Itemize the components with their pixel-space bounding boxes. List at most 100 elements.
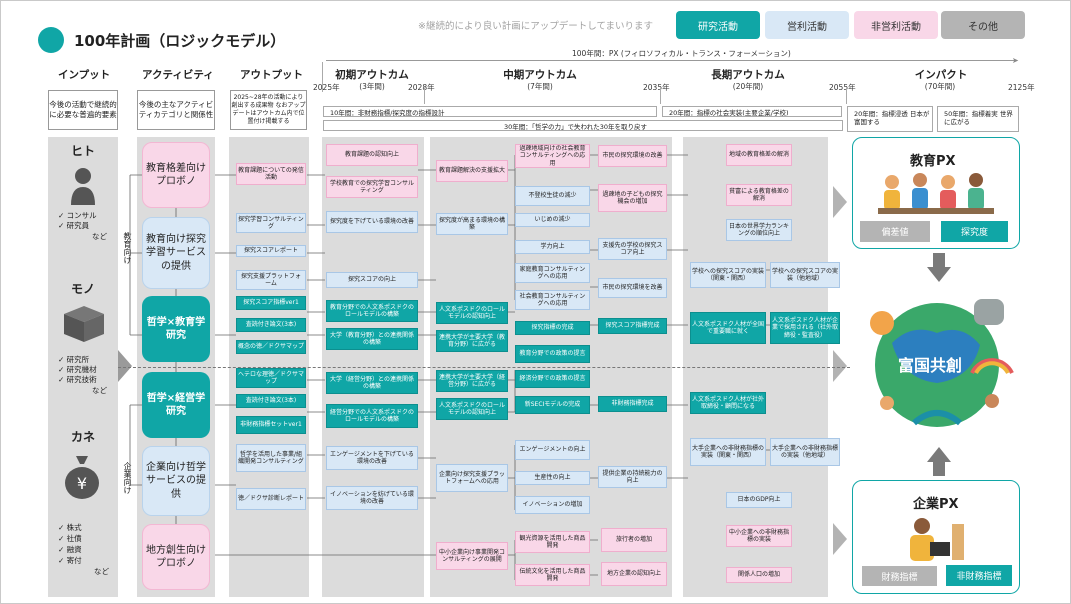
input-things-item: ✓ 研究技術: [58, 375, 97, 384]
mid-node: 人文系ポスドクのロールモデルの認知向上: [436, 302, 508, 324]
long-node: 大手企業への非財務指標の実装（他地域）: [770, 438, 840, 466]
edu-indicator-deviation: 偏差値: [860, 221, 930, 242]
long-node: 貧富による教育格差の解消: [726, 184, 792, 206]
legend-other: その他: [941, 11, 1025, 39]
mid3-node: 地方企業の認知向上: [601, 562, 667, 586]
bar-impact-20: 20年間：指標浸透 日本が富国する: [847, 106, 933, 132]
activity-edu-probono: 教育格差向けプロボノ: [142, 142, 210, 208]
input-people-item: ✓ コンサル: [58, 211, 97, 220]
short-node: イノベーションを妨げている環境の改善: [326, 486, 418, 510]
activity-description: 今後の主なアクティビティカテゴリと関係性: [137, 90, 215, 130]
header-short-sub: (3年間): [359, 82, 385, 91]
long-node: 関係人口の増加: [726, 567, 792, 583]
year-2028: 2028年: [408, 83, 435, 92]
input-money-item: ✓ 融資: [58, 545, 82, 554]
edu-px-title: 教育PX: [910, 154, 956, 169]
legend-nonprofit: 非営利活動: [854, 11, 938, 39]
short-node: 経営分野での人文系ポスドクのロールモデルの構築: [326, 404, 418, 428]
mid3-node: 旅行者の増加: [601, 528, 667, 552]
mid-node: 中小企業向け事業開発コンサルティングの展開: [436, 542, 508, 570]
mid-node: 人文系ポスドクのロールモデルの認知向上: [436, 398, 508, 420]
corp-indicator-financial: 財務指標: [862, 566, 937, 586]
short-node: 大学（教育分野）との連携関係の構築: [326, 328, 418, 350]
outputs-node: 探究学習コンサルティング: [236, 213, 306, 233]
long-node: 人文系ポスドク人材が全国で重要職に就く: [690, 312, 766, 344]
svg-text:¥: ¥: [77, 474, 87, 493]
mid3-node: 非財務指標完成: [598, 396, 667, 412]
long-node: 人文系ポスドク人材が企業で採用される（社外取締役・監査役）: [770, 312, 840, 344]
label-corp: 企業向け: [123, 462, 132, 494]
timeline-arrow-icon: ➤: [1012, 56, 1019, 65]
label-edu: 教育向け: [123, 232, 132, 264]
bar-impact-50: 50年間：指標着実 世界に広がる: [937, 106, 1019, 132]
input-things-item: ✓ 研究所: [58, 355, 90, 364]
input-things-item: など: [92, 386, 107, 395]
mid-node: 教育課題解決の支援拡大: [436, 160, 508, 182]
mid3-node: 過疎地の子どもの探究機会の増加: [598, 184, 667, 212]
mid-node: 連携大学が主要大学（教育分野）に広がる: [436, 330, 508, 352]
header-input: インプット: [58, 69, 111, 81]
long-node: 学校への探究スコアの実装（関東・関西）: [690, 262, 766, 288]
mid2-node: エンゲージメントの向上: [515, 440, 590, 460]
mid2-node: 探究スコア指標完成: [598, 318, 667, 334]
page-title: 100年計画（ロジックモデル）: [74, 32, 286, 50]
box-icon: [60, 302, 108, 344]
mid-node: 企業向け探究支援プラットフォームへの応用: [436, 464, 508, 492]
mid2-node: 生産性の向上: [515, 471, 590, 485]
input-money-item: ✓ 社債: [58, 534, 82, 543]
header-long-sub: (20年間): [732, 82, 764, 91]
mid2-node: 不登校生徒の減少: [515, 186, 590, 206]
short-node: 探究度を下げている環境の改善: [326, 211, 418, 233]
input-things-title: モノ: [70, 282, 95, 296]
tick: [424, 88, 425, 104]
outputs-node: 概念の徳／ドクサマップ: [236, 340, 306, 354]
impact-center-title: 富国共創: [898, 356, 963, 375]
divider-dashed: [118, 367, 850, 368]
title-dot: [38, 27, 64, 53]
bar-30-years: 30年間：「哲学の力」で失われた30年を取り戻す: [323, 120, 843, 131]
input-money-item: ✓ 株式: [58, 523, 82, 532]
outputs-node: 非財務指標セットver1: [236, 416, 306, 434]
short-node: 教育課題の認知向上: [326, 144, 418, 166]
year-2025: 2025年: [313, 83, 340, 92]
outputs-node: 査読付き論文(3本): [236, 394, 306, 408]
mid-node: 連携大学が主要大学（経営分野）に広がる: [436, 370, 508, 392]
timeline-line: [326, 60, 1016, 61]
header-output: アウトプット: [240, 69, 303, 81]
mid-node: 探究指標の完成: [515, 321, 590, 335]
input-people-item: ✓ 研究員: [58, 221, 90, 230]
outputs-node: 査読付き論文(3本): [236, 318, 306, 332]
year-2055: 2055年: [829, 83, 856, 92]
input-column: [48, 137, 118, 597]
mid2-node: 過疎地域向けの社会教育コンサルティングへの応用: [515, 144, 590, 168]
short-node: 学校教育での探究学習コンサルティング: [326, 176, 418, 198]
students-illustration-icon: [876, 170, 996, 216]
long-node: 学校への探究スコアの実装（他地域）: [770, 262, 840, 288]
activity-phil-edu-research: 哲学×教育学研究: [142, 296, 210, 362]
input-people-item: など: [92, 232, 107, 241]
input-description: 今後の活動で継続的に必要な普遍的要素: [48, 90, 118, 130]
mid3-node: 支援先の学校の探究スコア向上: [598, 238, 667, 260]
timeline-label: 100年間：PX (フィロソフィカル・トランス・フォーメーション): [572, 49, 791, 58]
outputs-node: 探究スコアレポート: [236, 245, 306, 257]
long-node: 人文系ポスドク人材が社外取締役・顧問になる: [690, 392, 766, 414]
impact-arrow-icon: [833, 523, 847, 555]
mid3-node: 市民の探究環境の改善: [598, 145, 667, 167]
outputs-node: 徳／ドクサ診断レポート: [236, 488, 306, 510]
impact-arrow-icon: [833, 350, 847, 382]
mid2-node: 学力向上: [515, 240, 590, 254]
header-mid-sub: (7年間): [527, 82, 553, 91]
long-node: 大手企業への非財務指標の実装（関東・関西）: [690, 438, 766, 466]
outputs-node: 探究支援プラットフォーム: [236, 270, 306, 290]
corp-px-title: 企業PX: [913, 497, 959, 512]
year-2035: 2035年: [643, 83, 670, 92]
bar-20-years: 20年間：指標の社会実装(主要企業/学校): [662, 106, 842, 117]
mid2-node: 家庭教育コンサルティングへの応用: [515, 263, 590, 283]
short-node: エンゲージメントを下げている環境の改善: [326, 446, 418, 470]
tick: [322, 62, 323, 92]
outputs-node: ヘテロな理徳／ドクサマップ: [236, 368, 306, 388]
mid2-node: 社会教育コンサルティングへの応用: [515, 290, 590, 310]
short-node: 大学（経営分野）との連携関係の構築: [326, 372, 418, 394]
outputs-node: 哲学を活用した事業/組織開発コンサルティング: [236, 444, 306, 472]
mid-node: 経済分野での政策の提言: [515, 370, 590, 388]
